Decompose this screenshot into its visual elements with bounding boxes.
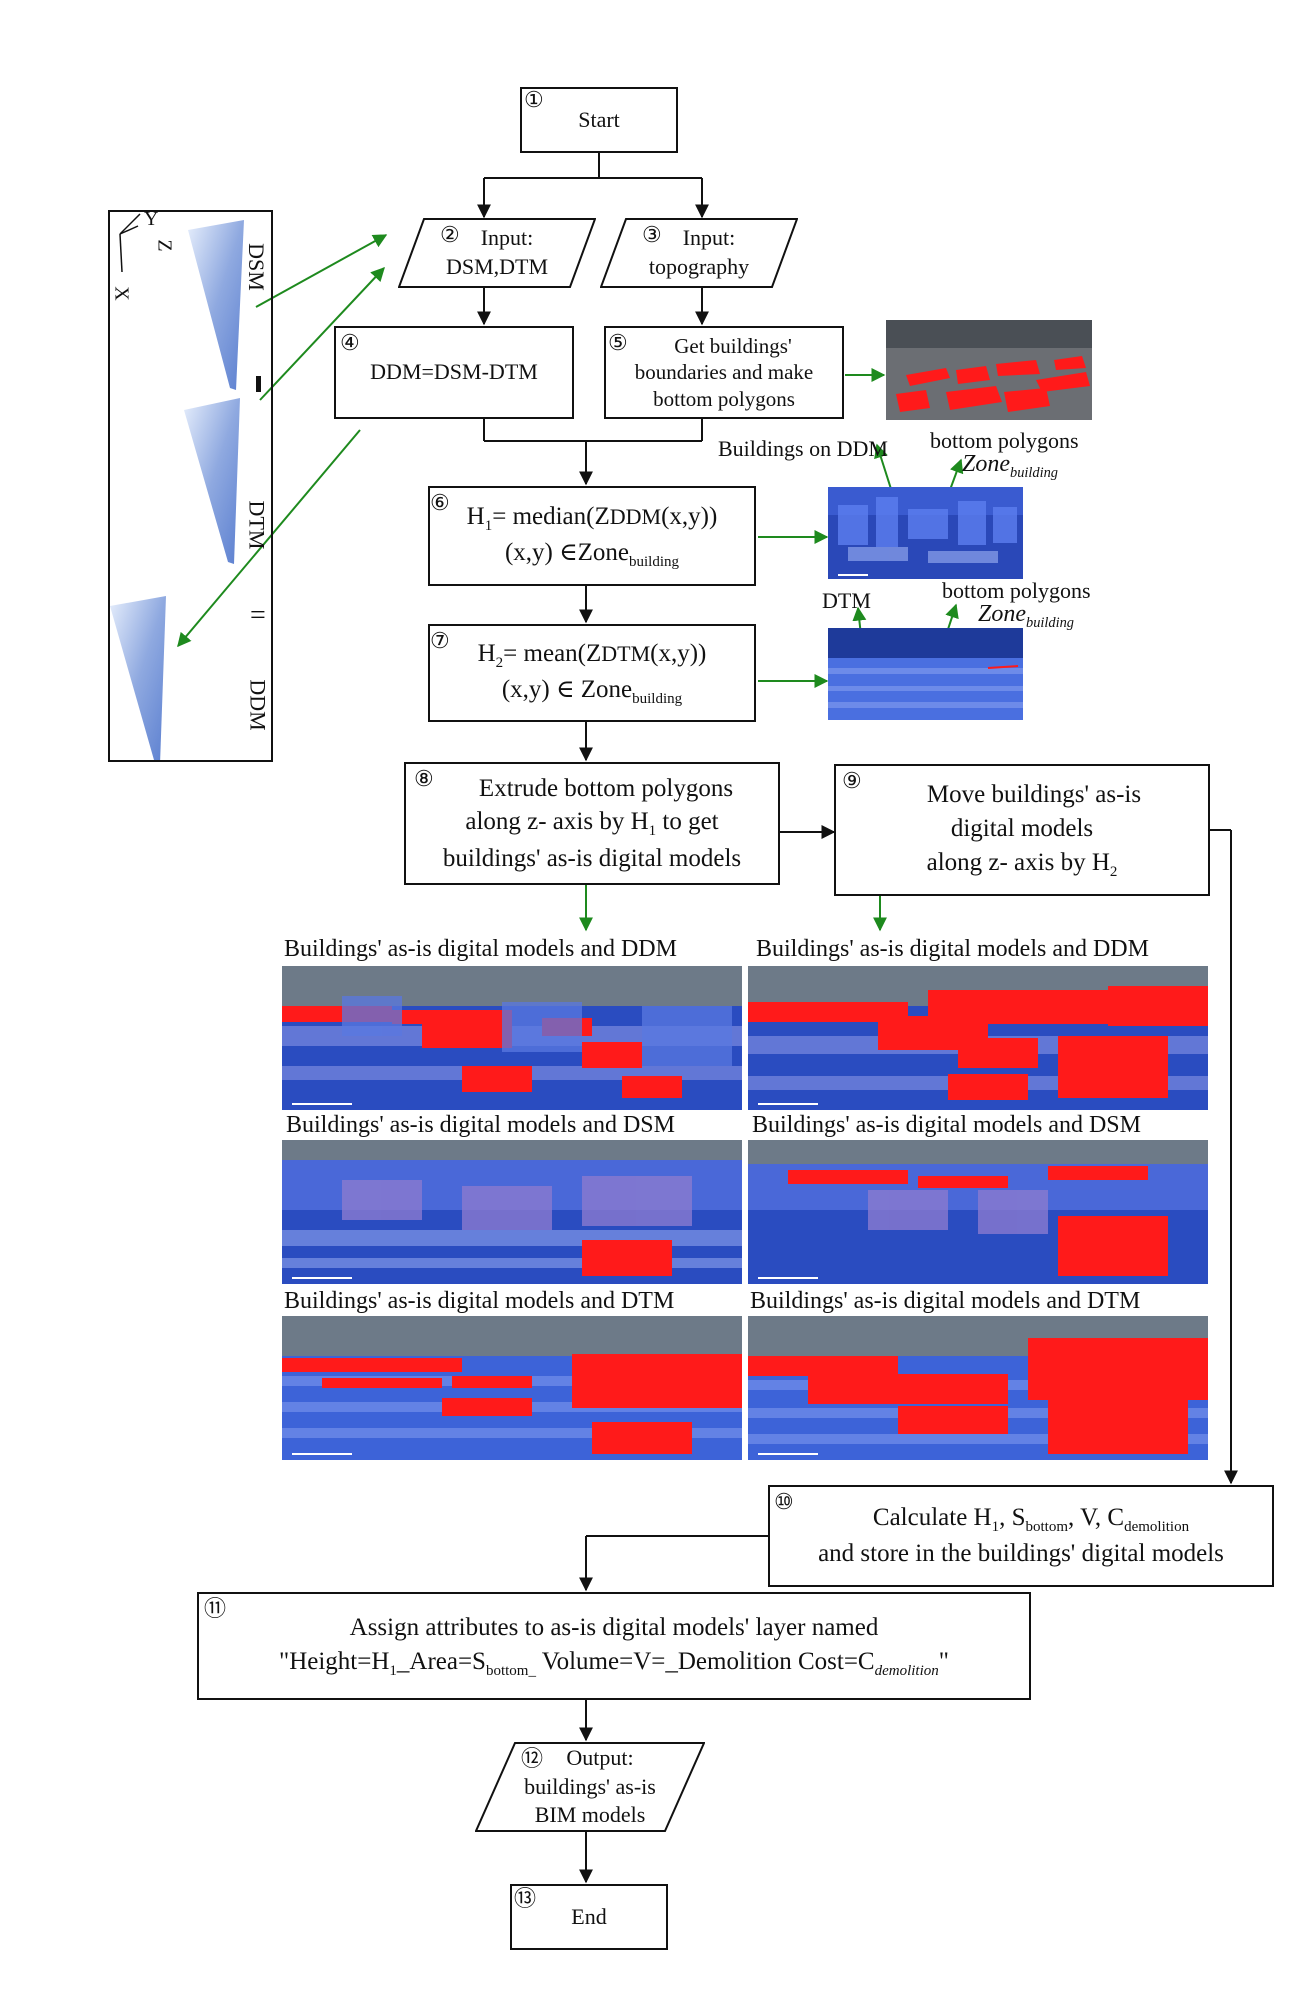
h1-formula-line2: (x,y) ∈Zonebuilding bbox=[504, 539, 680, 570]
bottom-polygons-line3: bottom polygons bbox=[653, 386, 795, 411]
node-number-5: ⑤ bbox=[608, 330, 628, 355]
dtm-label: DTM bbox=[244, 500, 270, 550]
extrude-line1: Extrude bottom polygons bbox=[478, 774, 734, 802]
node-number-6: ⑥ bbox=[430, 490, 450, 515]
input-dsm-dtm-line2: DSM,DTM bbox=[445, 254, 549, 279]
zone-building-label-2: Zonebuilding bbox=[978, 601, 1074, 631]
models-dsm-left-render bbox=[282, 1140, 742, 1284]
axis-z-label: Z bbox=[153, 239, 176, 252]
node-number-7: ⑦ bbox=[430, 628, 450, 653]
assign-line1: Assign attributes to as-is digital model… bbox=[349, 1614, 879, 1641]
input-dsm-dtm-node: Input: DSM,DTM ② bbox=[398, 218, 596, 288]
ddm-buildings-render bbox=[828, 487, 1023, 579]
move-line2: digital models bbox=[950, 814, 1094, 842]
node-number-8: ⑧ bbox=[414, 766, 434, 791]
calculate-node: Calculate H1, Sbottom, V, Cdemolition an… bbox=[768, 1485, 1274, 1587]
node-number-10: ⑩ bbox=[774, 1489, 794, 1514]
calculate-line1: Calculate H1, Sbottom, V, Cdemolition bbox=[872, 1504, 1190, 1535]
move-line1: Move buildings' as-is bbox=[926, 781, 1142, 809]
h2-mean-node: H2= mean(ZDTM(x,y)) (x,y) ∈ Zonebuilding bbox=[428, 624, 756, 722]
caption-dsm-right: Buildings' as-is digital models and DSM bbox=[752, 1112, 1141, 1138]
dsm-label: DSM bbox=[243, 243, 269, 291]
h2-formula-line1: H2= mean(ZDTM(x,y)) bbox=[477, 639, 707, 671]
output-node: Output: buildings' as-is BIM models ⑫ bbox=[475, 1742, 705, 1832]
h1-formula-line1: H1= median(ZDDM(x,y)) bbox=[466, 502, 718, 534]
start-label: Start bbox=[578, 106, 620, 132]
equals-sign: = bbox=[250, 600, 266, 631]
models-dtm-right-render bbox=[748, 1316, 1208, 1460]
move-line3: along z- axis by H2 bbox=[926, 848, 1118, 880]
calculate-line2: and store in the buildings' digital mode… bbox=[818, 1540, 1224, 1568]
bottom-polygons-label-2: bottom polygons bbox=[942, 578, 1091, 603]
output-line1: Output: bbox=[566, 1745, 634, 1771]
extrude-node: Extrude bottom polygons along z- axis by… bbox=[404, 762, 780, 885]
node-number-9: ⑨ bbox=[842, 768, 862, 793]
input-dsm-dtm-line1: Input: bbox=[480, 225, 534, 251]
node-number-1: ① bbox=[524, 87, 544, 112]
models-ddm-left-render bbox=[282, 966, 742, 1110]
bottom-polygons-label-1: bottom polygons bbox=[930, 428, 1079, 453]
assign-attributes-node: Assign attributes to as-is digital model… bbox=[197, 1592, 1031, 1700]
ddm-compute-node: DDM=DSM-DTM bbox=[334, 326, 574, 419]
node-number-4: ④ bbox=[340, 330, 360, 355]
extrude-line3: buildings' as-is digital models bbox=[442, 844, 742, 872]
buildings-on-ddm-label: Buildings on DDM bbox=[718, 436, 888, 461]
caption-ddm-right: Buildings' as-is digital models and DDM bbox=[756, 936, 1149, 962]
node-number-3: ③ bbox=[642, 222, 662, 247]
input-topography-node: Input: topography ③ bbox=[600, 218, 798, 288]
point-cloud-slices bbox=[110, 213, 261, 760]
node-number-2: ② bbox=[440, 222, 460, 247]
output-line3: BIM models bbox=[534, 1802, 646, 1828]
bottom-polygons-node: Get buildings' boundaries and make botto… bbox=[604, 326, 844, 419]
axis-x-label: X bbox=[110, 286, 133, 301]
axis-y-label: Y bbox=[144, 208, 159, 230]
input-topography-line2: topography bbox=[648, 254, 750, 279]
caption-dsm-left: Buildings' as-is digital models and DSM bbox=[286, 1112, 675, 1138]
end-label: End bbox=[571, 1903, 607, 1929]
bottom-polygons-render bbox=[886, 320, 1092, 420]
node-number-13: ⑬ bbox=[514, 1886, 537, 1911]
input-topography-line1: Input: bbox=[682, 225, 736, 251]
h2-formula-line2: (x,y) ∈ Zonebuilding bbox=[501, 676, 683, 707]
bottom-polygons-line1: Get buildings' bbox=[674, 334, 792, 359]
dtm-annotation-label: DTM bbox=[822, 588, 871, 613]
h1-median-node: H1= median(ZDDM(x,y)) (x,y) ∈Zonebuildin… bbox=[428, 486, 756, 586]
move-node: Move buildings' as-is digital models alo… bbox=[834, 764, 1210, 896]
start-node: Start bbox=[520, 87, 678, 153]
ddm-label: DDM bbox=[245, 679, 271, 731]
end-node: End bbox=[510, 1884, 668, 1950]
ddm-compute-label: DDM=DSM-DTM bbox=[370, 359, 538, 385]
bottom-polygons-line2: boundaries and make bbox=[634, 360, 814, 385]
node-number-12: ⑫ bbox=[521, 1746, 544, 1771]
extrude-line2: along z- axis by H1 to get bbox=[465, 808, 719, 840]
models-ddm-right-render bbox=[748, 966, 1208, 1110]
zone-building-label-1: Zonebuilding bbox=[962, 451, 1058, 481]
dtm-render bbox=[828, 628, 1023, 720]
caption-dtm-right: Buildings' as-is digital models and DTM bbox=[750, 1288, 1141, 1314]
caption-dtm-left: Buildings' as-is digital models and DTM bbox=[284, 1288, 675, 1314]
models-dtm-left-render bbox=[282, 1316, 742, 1460]
caption-ddm-left: Buildings' as-is digital models and DDM bbox=[284, 936, 677, 962]
assign-line2: "Height=H1_Area=Sbottom_ Volume=V=_Demol… bbox=[278, 1647, 949, 1679]
dsm-dtm-ddm-panel: Y Z X DSM DTM = DDM bbox=[108, 208, 273, 762]
node-number-11: ⑪ bbox=[204, 1596, 227, 1621]
output-line2: buildings' as-is bbox=[524, 1773, 656, 1799]
models-dsm-right-render bbox=[748, 1140, 1208, 1284]
